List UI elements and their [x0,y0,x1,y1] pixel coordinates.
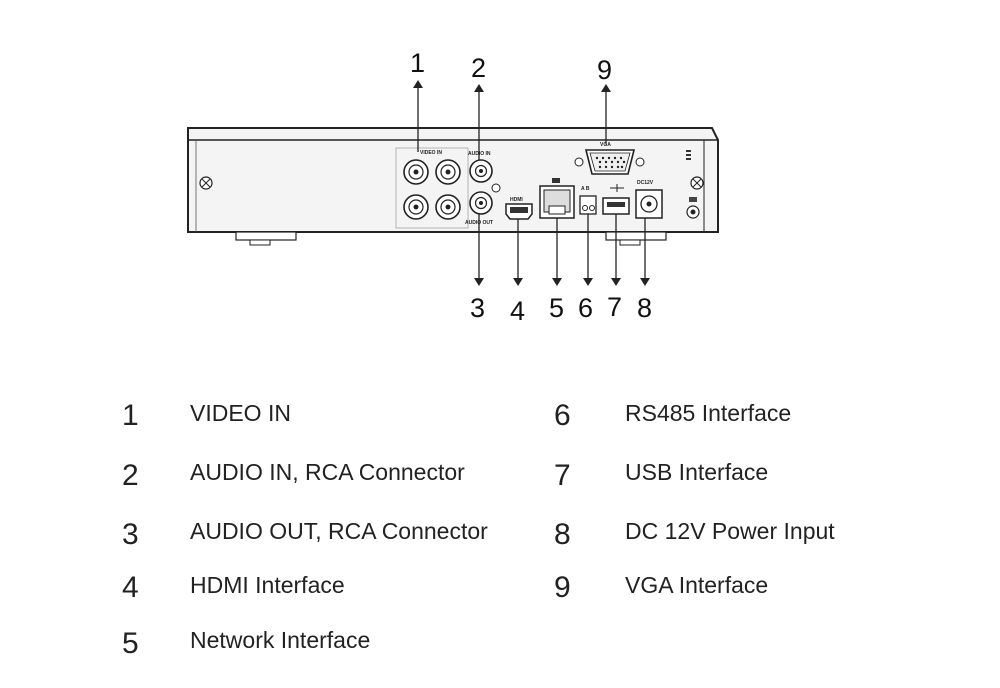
callout-2: 2 [471,53,486,83]
right-screw [690,176,704,190]
callout-5: 5 [549,293,564,323]
callout-9: 9 [597,55,612,85]
legend-number: 8 [554,518,571,551]
rca-audio-in [469,159,493,183]
bnc-connector [435,159,461,185]
legend-number: 3 [122,518,139,551]
vent-slots [686,150,691,160]
left-screw [199,176,213,190]
video-in-panel-label: VIDEO IN [420,150,442,156]
legend-label: DC 12V Power Input [625,518,835,544]
callout-numbers: 1 2 9 3 4 5 6 7 8 [410,48,652,326]
legend-label: Network Interface [190,627,371,653]
ground-terminal [686,197,700,219]
legend-label: AUDIO IN, RCA Connector [190,459,465,485]
rs485-terminal: A B [579,186,597,215]
legend-label: RS485 Interface [625,400,792,426]
rear-panel-diagram: VIDEO IN AUDIO IN [187,48,719,326]
legend-number: 5 [122,627,139,660]
vga-port: VGA [574,142,645,175]
rca-audio-out [469,191,493,215]
bnc-connector [435,194,461,220]
legend-number: 6 [554,399,571,432]
legend-label: HDMI Interface [190,572,345,598]
callout-leaders [413,80,650,286]
rs485-panel-label: A B [581,186,590,192]
legend-number: 9 [554,571,571,604]
callout-8: 8 [637,293,652,323]
legend-label: AUDIO OUT, RCA Connector [190,518,488,544]
device-chassis [187,127,719,246]
legend-number: 1 [122,399,139,432]
dc-power-jack: DC12V [635,180,663,219]
callout-1: 1 [410,48,425,78]
legend-number: 4 [122,571,139,604]
bnc-connector [403,194,429,220]
callout-7: 7 [607,292,622,322]
hdmi-port: HDMI [505,197,533,220]
callout-6: 6 [578,293,593,323]
legend-number: 7 [554,459,571,492]
legend-number: 2 [122,459,139,492]
callout-4: 4 [510,296,525,326]
legend-label: VIDEO IN [190,400,291,426]
callout-3: 3 [470,293,485,323]
bnc-connector [403,159,429,185]
legend-label: USB Interface [625,459,769,485]
power-panel-label: DC12V [637,180,654,186]
video-in-connectors: VIDEO IN [395,147,469,229]
hdmi-panel-label: HDMI [510,197,523,203]
legend-label: VGA Interface [625,572,769,598]
vga-panel-label: VGA [600,142,611,148]
